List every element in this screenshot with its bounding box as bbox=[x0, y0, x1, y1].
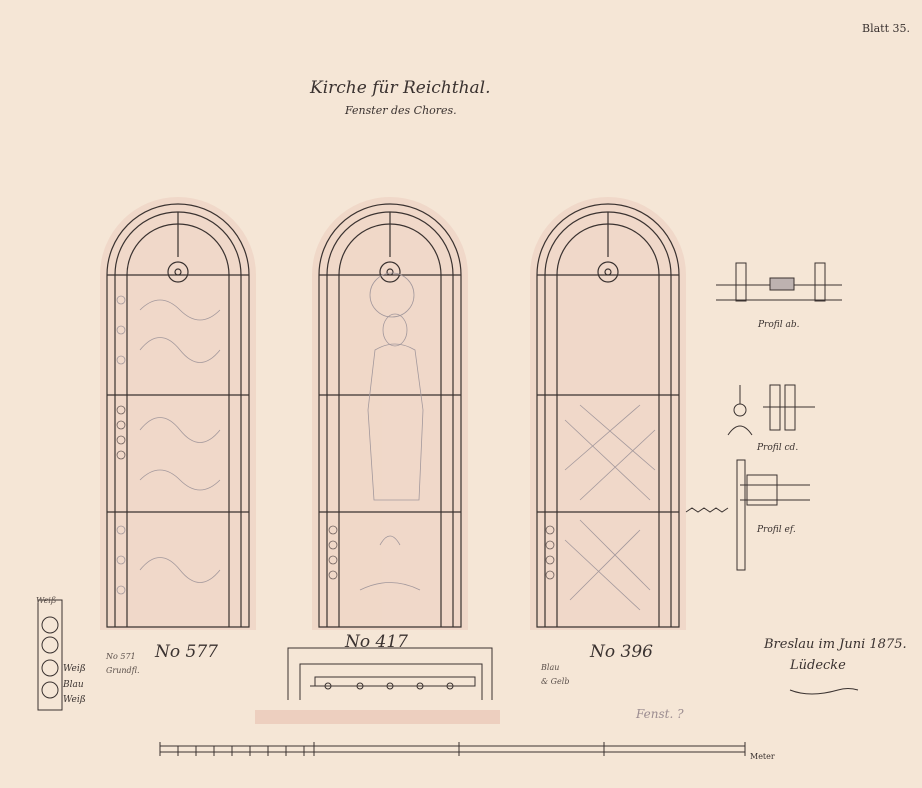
profile-ef-drawing bbox=[685, 459, 810, 571]
signature-name: Lüdecke bbox=[790, 658, 846, 673]
window-3-number: No 396 bbox=[590, 642, 653, 662]
detail-label-top: Weiß bbox=[36, 596, 57, 605]
profile-cd-label: Profil cd. bbox=[757, 443, 799, 453]
place-date: Breslau im Juni 1875. bbox=[764, 637, 907, 652]
detail-weiss-top: Weiß bbox=[63, 664, 86, 674]
sill-section-drawing bbox=[255, 647, 500, 724]
right-note-2: & Gelb bbox=[541, 677, 570, 686]
detail-blau: Blau bbox=[63, 680, 84, 690]
signature-flourish bbox=[789, 688, 859, 695]
profile-cd-drawing bbox=[727, 384, 815, 436]
scale-unit: Meter bbox=[750, 752, 775, 761]
left-note-2: Grundfl. bbox=[106, 666, 140, 675]
profile-ef-label: Profil ef. bbox=[757, 525, 796, 535]
side-border-detail bbox=[37, 599, 63, 711]
profile-ab-label: Profil ab. bbox=[758, 320, 800, 330]
window-1 bbox=[106, 203, 250, 628]
left-note-1: No 571 bbox=[106, 652, 136, 661]
sheet-number: Blatt 35. bbox=[862, 22, 910, 35]
scale-bar bbox=[159, 742, 746, 756]
profile-ab-drawing bbox=[716, 262, 842, 302]
window-wash bbox=[100, 197, 686, 630]
drawing-subtitle: Fenster des Chores. bbox=[345, 104, 457, 117]
window-1-number: No 577 bbox=[155, 642, 218, 662]
pencil-note: Fenst. ? bbox=[636, 707, 684, 721]
drawing-title: Kirche für Reichthal. bbox=[310, 78, 491, 98]
detail-weiss-bottom: Weiß bbox=[63, 695, 86, 705]
window-2-number: No 417 bbox=[345, 632, 408, 652]
window-2 bbox=[318, 203, 462, 628]
window-3 bbox=[536, 203, 680, 628]
right-note-1: Blau bbox=[541, 663, 560, 672]
